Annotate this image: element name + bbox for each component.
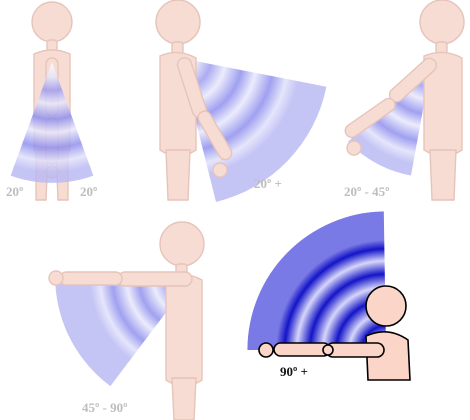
head <box>159 221 205 267</box>
faint-figure-3 <box>344 0 465 201</box>
panel-20-front: 20º 20º <box>6 1 97 201</box>
hand <box>346 140 362 156</box>
hand <box>48 270 64 286</box>
panel-90-plus: 90º + <box>247 211 411 381</box>
arm-lower <box>344 97 396 139</box>
leg <box>171 377 197 420</box>
motion-sector-4 <box>55 278 192 387</box>
faint-figure-4 <box>48 221 205 420</box>
head <box>31 1 73 43</box>
label-90-plus: 90º + <box>280 364 308 379</box>
elbow <box>322 344 334 356</box>
faint-figure-2 <box>155 0 233 201</box>
motion-sector-1 <box>10 62 94 183</box>
head <box>419 0 465 45</box>
arm-lower <box>273 342 331 357</box>
panel-45-90: 45º - 90º <box>48 221 205 420</box>
arm-lower <box>59 271 123 286</box>
label-20-plus: 20º + <box>254 176 282 191</box>
bold-figure-5 <box>258 285 411 381</box>
hand <box>212 162 228 178</box>
motion-sector-5 <box>247 211 386 350</box>
leg <box>429 149 457 201</box>
label-45-90: 45º - 90º <box>82 400 127 415</box>
arm-lower <box>197 110 233 161</box>
panel-20-plus: 20º + <box>155 0 327 202</box>
leg <box>165 149 191 201</box>
torso <box>165 273 203 387</box>
label-20-45: 20º - 45º <box>344 184 389 199</box>
label-20-left: 20º <box>6 184 23 199</box>
arm-upper <box>325 342 385 358</box>
head <box>365 285 407 327</box>
arm-upper <box>117 271 193 287</box>
label-20-right: 20º <box>80 184 97 199</box>
panel-20-45: 20º - 45º <box>344 0 465 201</box>
head <box>155 0 201 45</box>
hand <box>258 342 274 358</box>
